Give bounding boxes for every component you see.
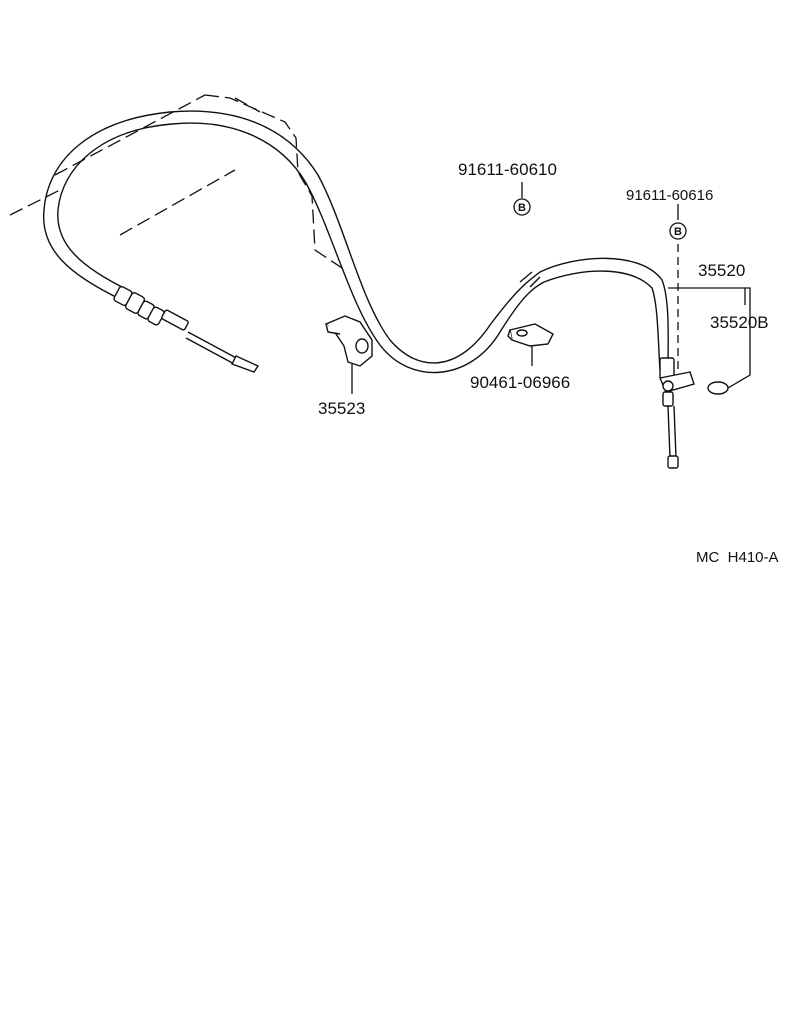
shift-cable [43,110,669,374]
diagram-reference-code: MC H410-A [696,549,779,566]
part-label-35523: 35523 [318,399,365,418]
part-label-91611-60616: 91611-60616 [626,187,713,204]
clamp-90461 [507,323,554,347]
bolt-marker-a-letter: B [518,202,526,214]
part-label-35520: 35520 [698,261,745,280]
left-cable-end [113,286,260,373]
grommet-35520b [707,381,729,395]
bolt-marker-a: B [513,198,531,216]
right-cable-end [659,357,695,469]
phantom-body-outline [9,94,346,271]
bracket-35523 [324,315,373,367]
leader-lines [351,182,751,394]
part-label-90461-06966: 90461-06966 [470,373,570,392]
part-label-91611-60610: 91611-60610 [458,160,557,179]
part-label-35520b: 35520B [710,313,769,332]
bolt-marker-b-letter: B [674,226,682,238]
bolt-marker-b: B [669,222,687,240]
